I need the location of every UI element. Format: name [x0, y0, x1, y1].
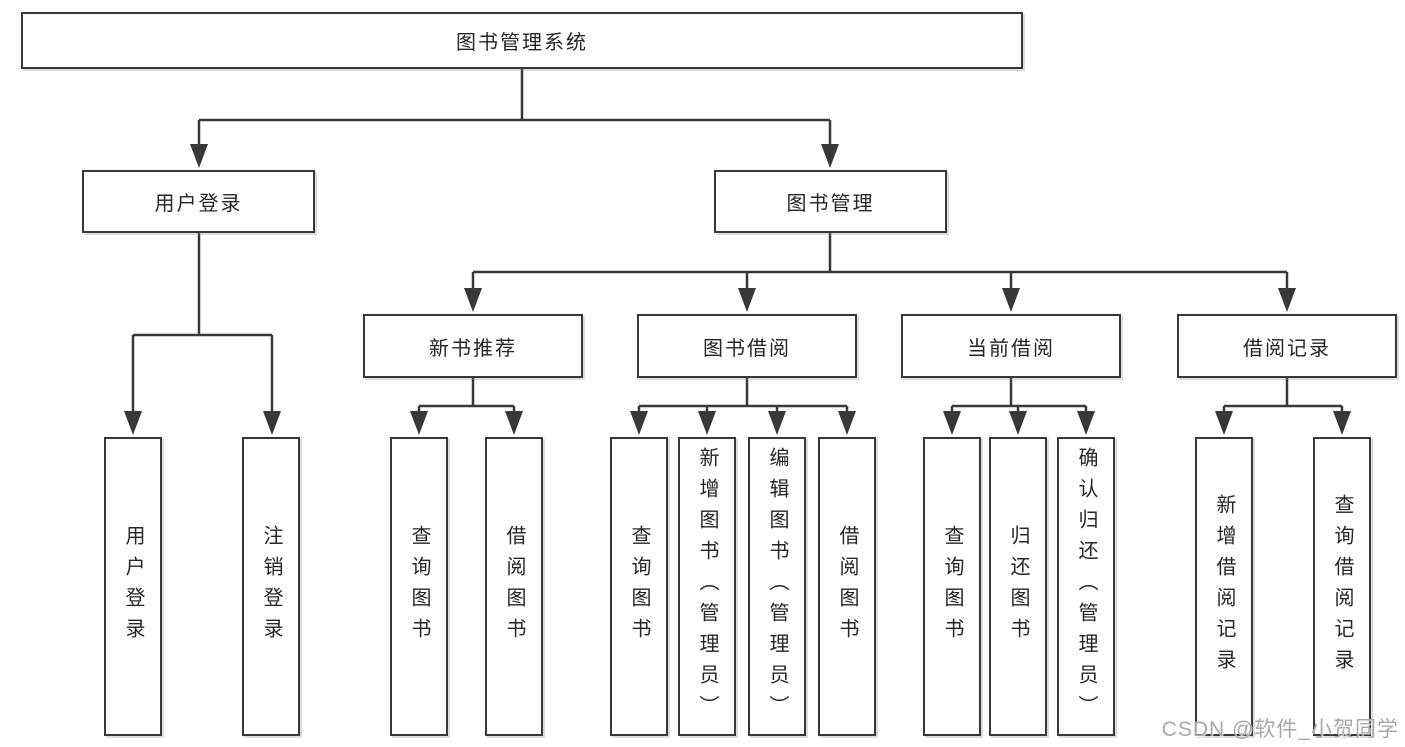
arrow-icon	[738, 288, 756, 312]
leaf-borrow-book: 借阅图书	[818, 437, 876, 736]
arrow-icon	[1002, 288, 1020, 312]
node-new-book-recommend: 新书推荐	[363, 314, 583, 378]
arrow-icon	[410, 411, 428, 435]
arrow-icon	[1278, 288, 1296, 312]
arrow-icon	[630, 411, 648, 435]
node-user-login: 用户登录	[82, 170, 315, 233]
node-book-management: 图书管理	[714, 170, 947, 233]
node-current-borrow: 当前借阅	[901, 314, 1121, 378]
leaf-user-login: 用户登录	[104, 437, 162, 736]
leaf-recommend-query-book: 查询图书	[390, 437, 448, 736]
arrow-icon	[838, 411, 856, 435]
connector-book-management-children	[471, 233, 1289, 294]
arrow-icon	[1333, 411, 1351, 435]
leaf-add-borrow-record: 新增借阅记录	[1195, 437, 1253, 736]
node-borrow-records: 借阅记录	[1177, 314, 1397, 378]
leaf-current-query-book: 查询图书	[923, 437, 981, 736]
connector-borrow-records-children	[1222, 378, 1344, 417]
leaf-borrow-query-book: 查询图书	[610, 437, 668, 736]
arrow-icon	[1215, 411, 1233, 435]
leaf-query-borrow-record: 查询借阅记录	[1313, 437, 1371, 736]
leaf-recommend-borrow-book: 借阅图书	[485, 437, 543, 736]
arrow-icon	[698, 411, 716, 435]
arrow-icon	[124, 411, 142, 435]
connector-new-book-recommend-children	[417, 378, 516, 417]
node-book-borrow: 图书借阅	[637, 314, 857, 378]
arrow-icon	[1077, 411, 1095, 435]
node-library-management-system: 图书管理系统	[21, 12, 1023, 69]
arrow-icon	[464, 288, 482, 312]
arrow-icon	[263, 411, 281, 435]
connector-user-login-children	[131, 233, 274, 417]
leaf-confirm-return-admin: 确认归还（管理员）	[1057, 437, 1115, 736]
csdn-watermark: CSDN @软件_小贺同学	[1161, 718, 1399, 741]
connector-current-borrow-children	[950, 378, 1088, 417]
connector-book-borrow-children	[637, 378, 849, 417]
leaf-return-book: 归还图书	[989, 437, 1047, 736]
arrow-icon	[190, 144, 208, 168]
arrow-icon	[943, 411, 961, 435]
arrow-icon	[1009, 411, 1027, 435]
leaf-add-book-admin: 新增图书（管理员）	[678, 437, 736, 736]
leaf-logout: 注销登录	[242, 437, 300, 736]
arrow-icon	[768, 411, 786, 435]
connector-root-to-level2	[197, 69, 832, 150]
arrow-icon	[505, 411, 523, 435]
arrow-icon	[821, 144, 839, 168]
leaf-edit-book-admin: 编辑图书（管理员）	[748, 437, 806, 736]
